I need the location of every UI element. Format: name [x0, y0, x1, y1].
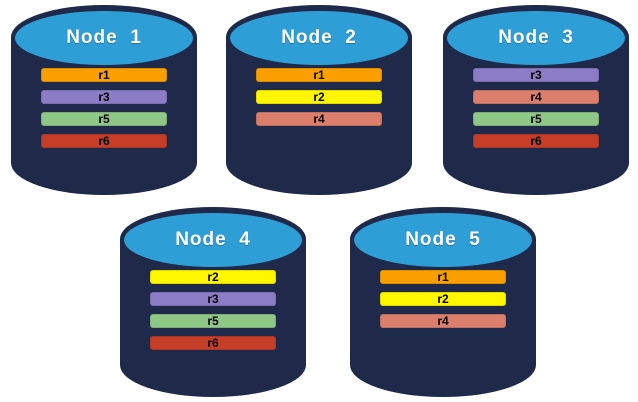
node-3-replica-r6: r6 — [473, 134, 599, 148]
node-5-replica-r1: r1 — [380, 270, 506, 284]
node-2-replica-r2: r2 — [256, 90, 382, 104]
node-4-replica-r6: r6 — [150, 336, 276, 350]
node-2-replica-r4: r4 — [256, 112, 382, 126]
node-3-replica-r3: r3 — [473, 68, 599, 82]
node-2-replica-r1: r1 — [256, 68, 382, 82]
node-4-replica-r3: r3 — [150, 292, 276, 306]
node-1-replica-r1: r1 — [41, 68, 167, 82]
node-4-replica-r5: r5 — [150, 314, 276, 328]
node-5-replica-list: r1 r2 r4 — [350, 270, 536, 328]
node-5-replica-r4: r4 — [380, 314, 506, 328]
node-2-replica-list: r1 r2 r4 — [226, 68, 412, 126]
node-2-top-ellipse: Node 2 — [230, 11, 408, 65]
node-1-replica-r3: r3 — [41, 90, 167, 104]
node-2-cylinder: Node 2 r1 r2 r4 — [226, 5, 412, 195]
node-3-replica-r4: r4 — [473, 90, 599, 104]
node-4-top-ellipse: Node 4 — [124, 213, 302, 267]
node-3-cylinder: Node 3 r3 r4 r5 r6 — [443, 5, 629, 195]
node-3-top-ellipse: Node 3 — [447, 11, 625, 65]
node-1-replica-r6: r6 — [41, 134, 167, 148]
node-1-top-ellipse: Node 1 — [15, 11, 193, 65]
node-5-cylinder: Node 5 r1 r2 r4 — [350, 207, 536, 397]
node-3-replica-r5: r5 — [473, 112, 599, 126]
node-5-label: Node 5 — [405, 229, 481, 250]
node-4-label: Node 4 — [175, 229, 251, 250]
node-2-label: Node 2 — [281, 27, 357, 48]
node-4-replica-r2: r2 — [150, 270, 276, 284]
node-5-top-ellipse: Node 5 — [354, 213, 532, 267]
node-1-replica-list: r1 r3 r5 r6 — [11, 68, 197, 148]
node-4-cylinder: Node 4 r2 r3 r5 r6 — [120, 207, 306, 397]
node-4-replica-list: r2 r3 r5 r6 — [120, 270, 306, 350]
node-3-replica-list: r3 r4 r5 r6 — [443, 68, 629, 148]
node-1-label: Node 1 — [66, 27, 142, 48]
node-5-replica-r2: r2 — [380, 292, 506, 306]
node-3-label: Node 3 — [498, 27, 574, 48]
node-1-replica-r5: r5 — [41, 112, 167, 126]
node-1-cylinder: Node 1 r1 r3 r5 r6 — [11, 5, 197, 195]
